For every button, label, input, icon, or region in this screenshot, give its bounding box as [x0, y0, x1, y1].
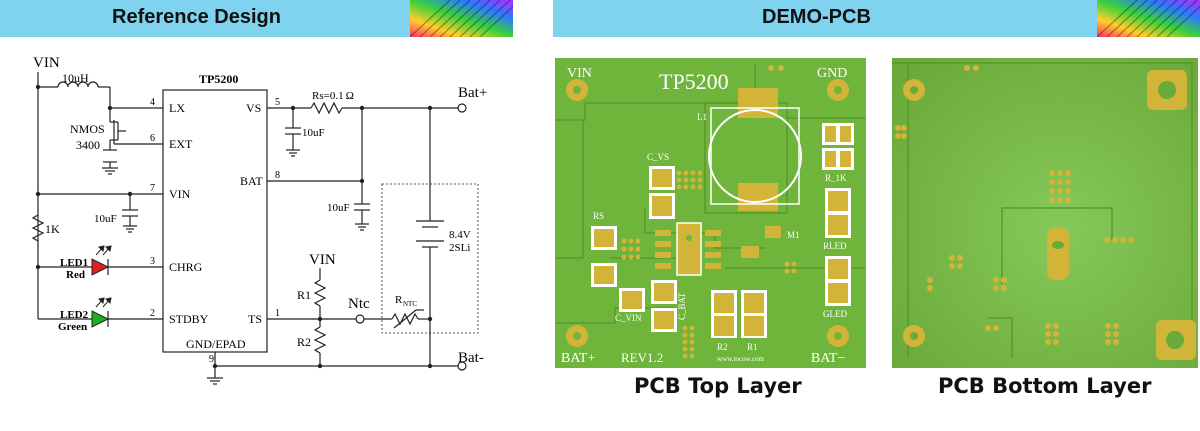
battery-voltage-label: 8.4V: [449, 229, 471, 241]
header-title: Reference Design: [112, 6, 281, 28]
pcb-top-layer: VIN GND TP5200 L1 C_VS R_1K RS M1 RLED G…: [555, 58, 866, 368]
inductor-label: 10uH: [62, 71, 89, 85]
bat-plus-label: Bat+: [458, 85, 487, 101]
pin-number: 8: [275, 170, 280, 181]
pin-number: 9: [209, 354, 214, 365]
pcb-cvs-label: C_VS: [647, 152, 669, 162]
reference-schematic: VIN 10uH NMOS 3400 TP5200 LX EXT VIN CHR…: [31, 55, 487, 385]
pcb-rev-label: REV1.2: [621, 350, 663, 365]
pcb-l1-label: L1: [697, 112, 707, 122]
led2-color-label: Green: [58, 321, 87, 333]
header-title: DEMO-PCB: [762, 6, 871, 28]
pin-vs: VS: [246, 101, 261, 115]
pcb-r1-label: R1: [747, 342, 758, 352]
rainbow-logo-icon: [409, 0, 521, 38]
pcb-rs-label: RS: [593, 211, 604, 221]
led1-label: LED1: [60, 257, 88, 269]
pin-vin: VIN: [169, 187, 191, 201]
pcb-vin-label: VIN: [567, 66, 592, 81]
pin-number: 1: [275, 308, 280, 319]
bat-minus-label: Bat-: [458, 350, 484, 366]
nmos-label: NMOS: [70, 122, 105, 136]
header-reference-design: Reference Design: [0, 0, 521, 38]
pcb-url-label: www.tocow.com: [717, 355, 764, 363]
pin-gnd-epad: GND/EPAD: [186, 337, 246, 351]
header-demo-pcb: DEMO-PCB: [553, 0, 1200, 38]
pin-lx: LX: [169, 101, 185, 115]
pin-bat: BAT: [240, 174, 263, 188]
pin-number: 2: [150, 308, 155, 319]
ntc-label: Ntc: [348, 296, 370, 312]
pin-number: 5: [275, 97, 280, 108]
pcb-cvin-label: C_VIN: [615, 313, 642, 323]
pin-stdby: STDBY: [169, 312, 209, 326]
pin-ext: EXT: [169, 137, 193, 151]
vin-label: VIN: [33, 55, 60, 71]
cap-vin-label: 10uF: [94, 213, 117, 225]
r1-label: R1: [297, 288, 311, 302]
led2-label: LED2: [60, 309, 89, 321]
cap-vs-label: 10uF: [302, 127, 325, 139]
res-1k-label: 1K: [45, 222, 60, 236]
battery-cells-label: 2SLi: [449, 242, 470, 254]
pcb-m1-label: M1: [787, 230, 800, 240]
pin-number: 3: [150, 256, 155, 267]
pcb-chip-label: TP5200: [659, 69, 729, 94]
nmos-part-label: 3400: [76, 138, 100, 152]
pcb-top-caption: PCB Top Layer: [634, 374, 802, 398]
pin-ts: TS: [248, 312, 262, 326]
pcb-gled-label: GLED: [823, 309, 847, 319]
rainbow-logo-icon: [1096, 0, 1200, 38]
pcb-r2-label: R2: [717, 342, 728, 352]
pin-number: 7: [150, 183, 155, 194]
pcb-gnd-label: GND: [817, 66, 847, 81]
pcb-bat-minus-label: BAT−: [811, 351, 845, 366]
rntc-label: R: [395, 294, 403, 306]
pcb-cbat-label: C_BAT: [677, 292, 687, 320]
chip-name: TP5200: [199, 72, 238, 86]
rntc-subscript: NTC: [403, 300, 417, 308]
r2-label: R2: [297, 335, 311, 349]
pcb-rled-label: RLED: [823, 241, 847, 251]
pin-chrg: CHRG: [169, 260, 203, 274]
pcb-bat-plus-label: BAT+: [561, 351, 595, 366]
pcb-bottom-caption: PCB Bottom Layer: [938, 374, 1152, 398]
led1-color-label: Red: [66, 269, 85, 281]
rs-label: Rs=0.1 Ω: [312, 90, 354, 102]
pin-number: 4: [150, 97, 155, 108]
pcb-r1k-label: R_1K: [825, 173, 847, 183]
pin-number: 6: [150, 133, 155, 144]
cap-bat-label: 10uF: [327, 202, 350, 214]
ts-vin-label: VIN: [309, 252, 336, 268]
pcb-bottom-layer: [892, 58, 1198, 368]
